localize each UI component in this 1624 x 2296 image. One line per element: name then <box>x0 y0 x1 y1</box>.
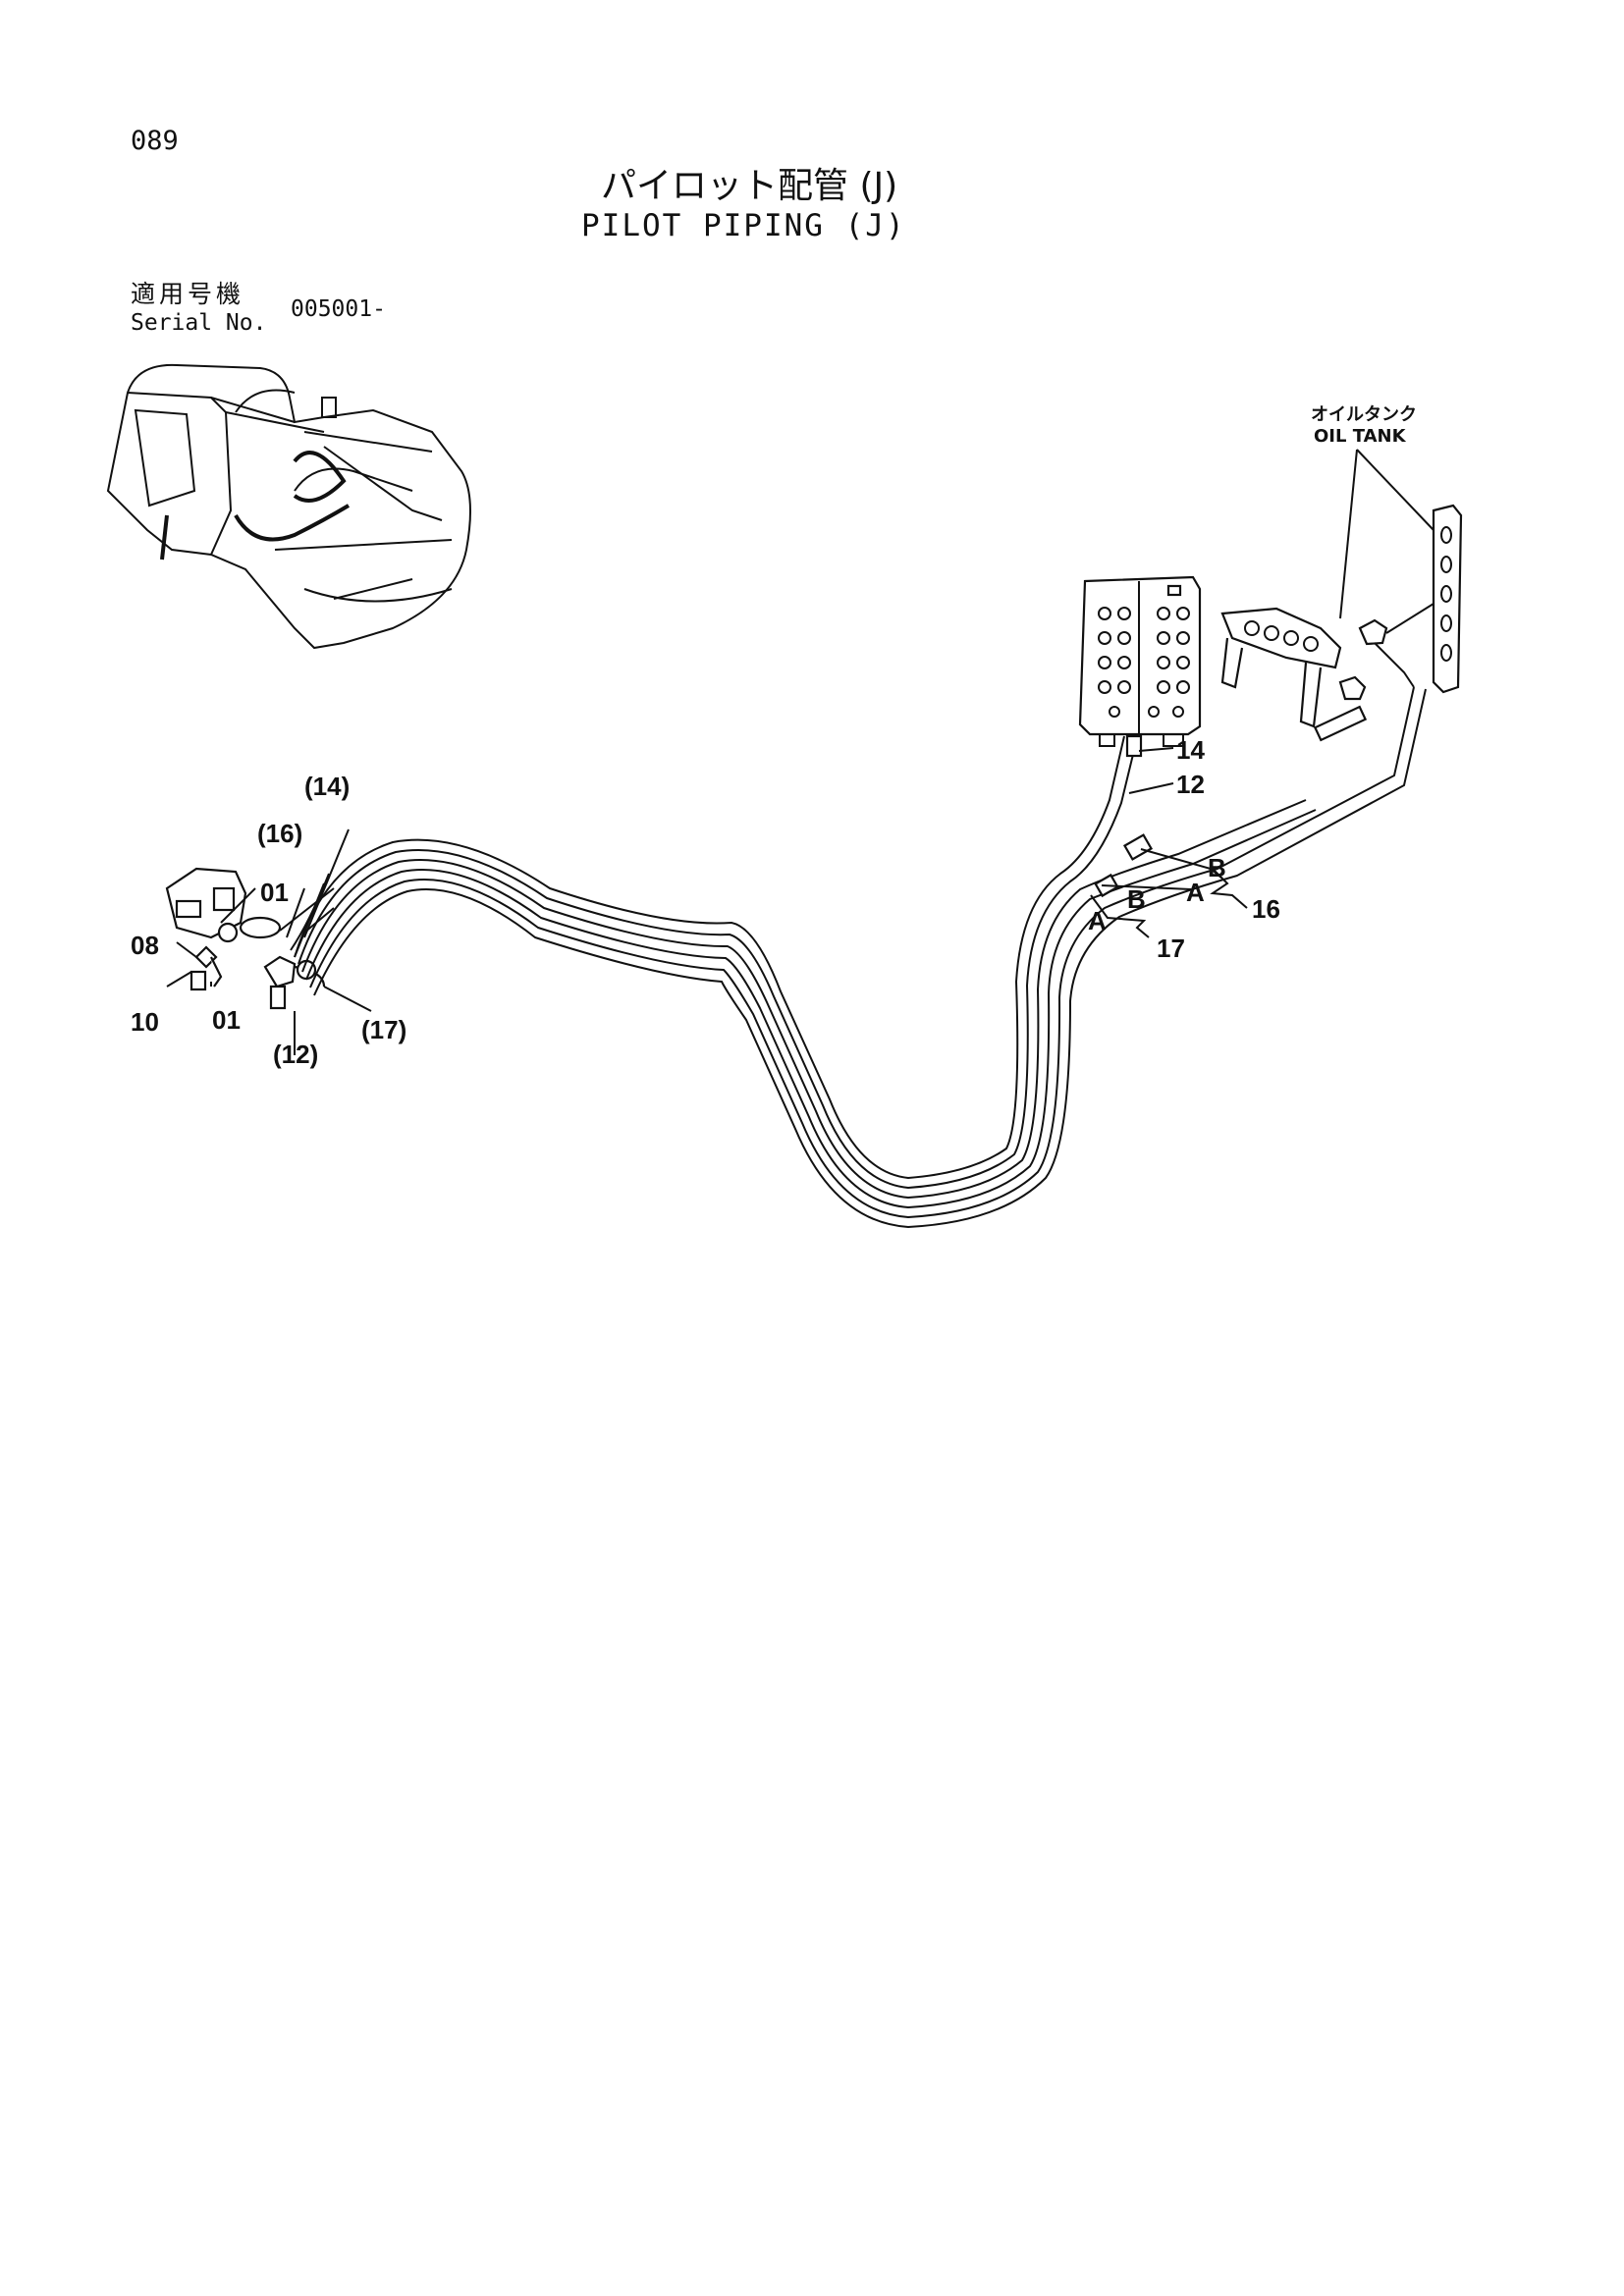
callout-17-a: A <box>1088 906 1107 935</box>
callout-part-17-ref: (17) <box>361 1015 406 1044</box>
page-title-english: PILOT PIPING (J) <box>581 208 906 243</box>
callout-part-14-ref: (14) <box>304 772 350 801</box>
serial-number-value: 005001- <box>291 296 386 322</box>
callout-part-17: 17 <box>1157 934 1185 963</box>
callout-16-b: B <box>1208 853 1226 882</box>
callout-part-12-ref: (12) <box>273 1040 318 1069</box>
callout-part-01-bottom: 01 <box>212 1005 241 1035</box>
callout-part-12: 12 <box>1176 770 1205 799</box>
serial-label-english: Serial No. <box>131 310 267 336</box>
callout-part-10: 10 <box>131 1007 159 1037</box>
oil-tank-label-japanese: オイルタンク <box>1311 404 1417 425</box>
hose-bundle <box>290 686 1427 1229</box>
callout-part-01-top: 01 <box>260 878 289 907</box>
callout-part-14: 14 <box>1176 735 1205 765</box>
pilot-valve-assembly <box>165 867 326 1010</box>
callout-part-08: 08 <box>131 931 159 960</box>
callout-16-a: A <box>1186 878 1205 907</box>
leader-lines <box>166 449 1435 1055</box>
page-number: 089 <box>131 126 179 156</box>
pilot-valve-bracket <box>1220 607 1367 728</box>
control-valve-block <box>1078 575 1202 758</box>
serial-label-japanese: 適用号機 <box>131 280 245 308</box>
callout-17-b: B <box>1127 884 1146 914</box>
callout-part-16-ref: (16) <box>257 819 302 848</box>
oil-tank-panel <box>1358 504 1463 694</box>
oil-tank-label-english: OIL TANK <box>1314 426 1407 447</box>
callout-part-16: 16 <box>1252 894 1280 924</box>
page-title-japanese: パイロット配管 (J) <box>601 166 898 206</box>
excavator-overview-illustration <box>106 363 471 650</box>
